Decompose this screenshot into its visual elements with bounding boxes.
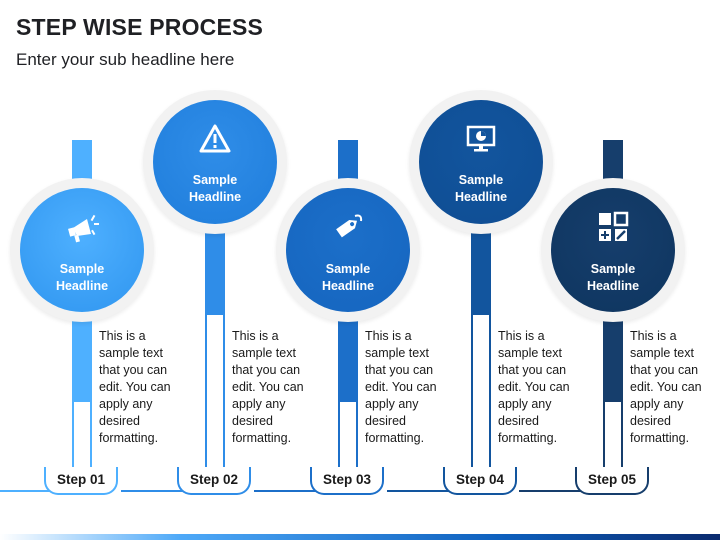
step-5-circle: Sample Headline xyxy=(541,178,685,322)
step-3-headline-line2: Headline xyxy=(321,279,375,293)
step-3-label: Step 03 xyxy=(322,472,372,487)
step-5-headline-line2: Headline xyxy=(586,279,640,293)
step-4-headline-line2: Headline xyxy=(454,190,508,204)
step-4-label: Step 04 xyxy=(455,472,505,487)
warning-icon xyxy=(198,122,232,156)
step-2-circle: Sample Headline xyxy=(143,90,287,234)
step-2: Sample Headline This is a sample text th… xyxy=(121,0,304,500)
grid-icon xyxy=(596,210,630,244)
step-1-body: This is a sample text that you can edit.… xyxy=(99,329,171,445)
step-2-label: Step 02 xyxy=(189,472,239,487)
step-3-baseline xyxy=(254,490,354,492)
step-3-headline-line1: Sample xyxy=(325,262,371,276)
step-5-headline: Sample Headline xyxy=(551,261,675,295)
step-2-baseline xyxy=(121,490,221,492)
footer-gradient-bar xyxy=(0,534,720,540)
step-5-baseline xyxy=(519,490,619,492)
step-2-headline: Sample Headline xyxy=(153,172,277,206)
step-1-baseline xyxy=(0,490,88,492)
megaphone-icon xyxy=(65,210,99,244)
step-1: Sample Headline This is a sample text th… xyxy=(0,0,171,500)
monitor-chart-icon xyxy=(464,122,498,156)
step-1-disc: Sample Headline xyxy=(20,188,144,312)
step-5: Sample Headline This is a sample text th… xyxy=(519,0,702,500)
step-1-headline: Sample Headline xyxy=(20,261,144,295)
step-3-body: This is a sample text that you can edit.… xyxy=(365,329,437,445)
step-5-stem-base xyxy=(603,402,623,468)
step-4-headline: Sample Headline xyxy=(419,172,543,206)
step-1-label-frame xyxy=(44,467,118,495)
step-4-label-frame xyxy=(443,467,517,495)
step-4-disc: Sample Headline xyxy=(419,100,543,224)
step-1-headline-line1: Sample xyxy=(59,262,105,276)
step-2-headline-line2: Headline xyxy=(188,190,242,204)
step-4-stem-base xyxy=(471,315,491,468)
step-2-body: This is a sample text that you can edit.… xyxy=(232,329,304,445)
step-3-headline: Sample Headline xyxy=(286,261,410,295)
step-2-disc: Sample Headline xyxy=(153,100,277,224)
step-4-baseline xyxy=(387,490,487,492)
step-3-stem-base xyxy=(338,402,358,468)
step-3: Sample Headline This is a sample text th… xyxy=(254,0,437,500)
step-3-circle: Sample Headline xyxy=(276,178,420,322)
price-tag-icon xyxy=(331,210,365,244)
step-4: Sample Headline This is a sample text th… xyxy=(387,0,570,500)
slide-subtitle: Enter your sub headline here xyxy=(16,50,235,69)
step-5-body: This is a sample text that you can edit.… xyxy=(630,329,702,445)
step-4-body: This is a sample text that you can edit.… xyxy=(498,329,570,445)
step-2-label-frame xyxy=(177,467,251,495)
step-2-headline-line1: Sample xyxy=(192,173,238,187)
step-1-headline-line2: Headline xyxy=(55,279,109,293)
slide-title: STEP WISE PROCESS xyxy=(16,14,264,40)
step-5-disc: Sample Headline xyxy=(551,188,675,312)
step-2-stem-base xyxy=(205,315,225,468)
step-3-disc: Sample Headline xyxy=(286,188,410,312)
step-1-stem-base xyxy=(72,402,92,468)
step-5-headline-line1: Sample xyxy=(590,262,636,276)
step-3-label-frame xyxy=(310,467,384,495)
step-4-headline-line1: Sample xyxy=(458,173,504,187)
step-1-label: Step 01 xyxy=(56,472,106,487)
step-5-label: Step 05 xyxy=(587,472,637,487)
step-5-label-frame xyxy=(575,467,649,495)
step-1-circle: Sample Headline xyxy=(10,178,154,322)
step-4-circle: Sample Headline xyxy=(409,90,553,234)
